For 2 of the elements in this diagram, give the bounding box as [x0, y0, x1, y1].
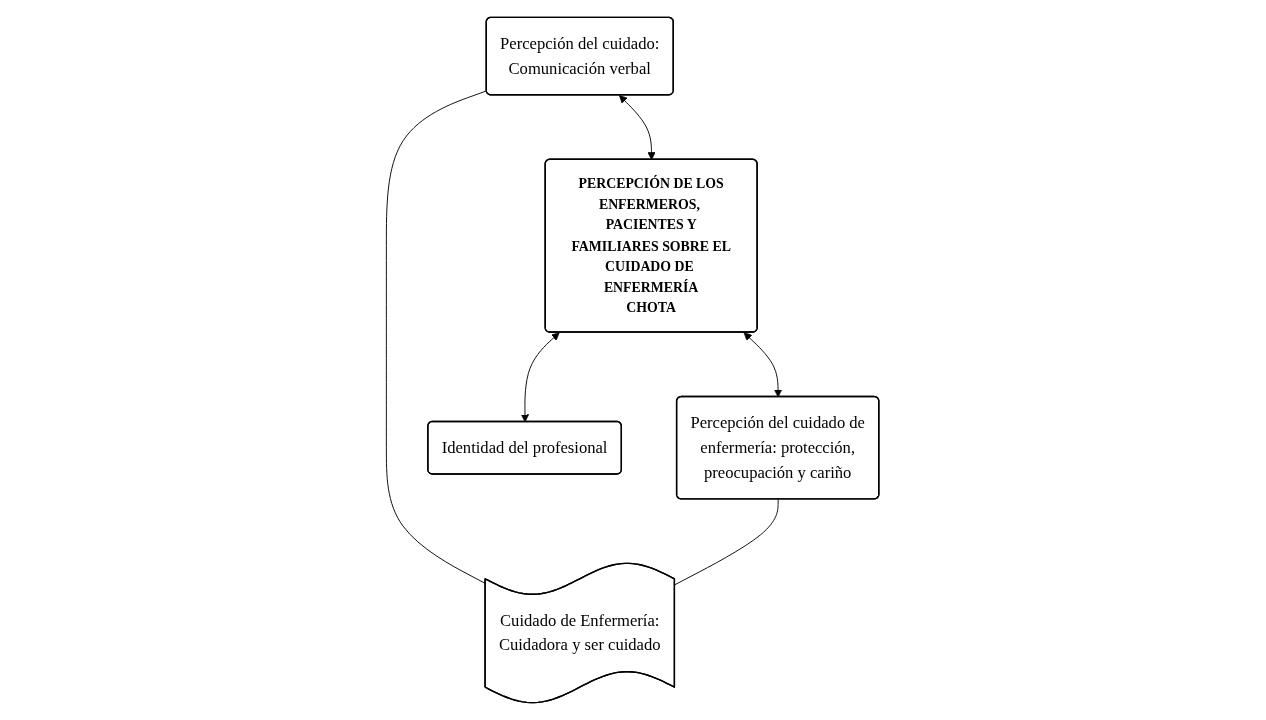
connector: [386, 90, 488, 584]
connector: [674, 498, 780, 586]
